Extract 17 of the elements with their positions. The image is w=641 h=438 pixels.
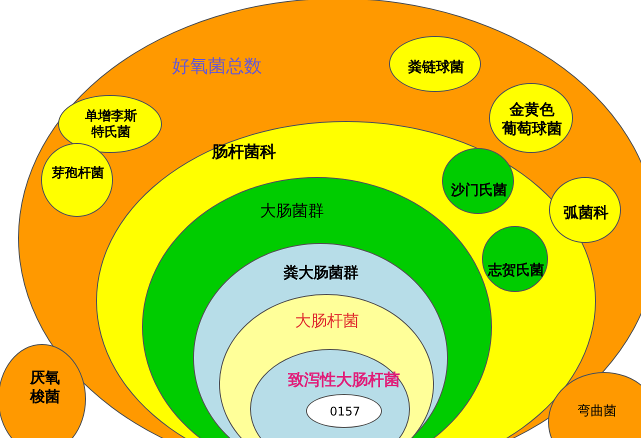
region-label: 大肠杆菌 xyxy=(295,311,359,331)
region-label: 大肠菌群 xyxy=(260,201,324,221)
region-label: 芽孢杆菌 xyxy=(52,166,104,182)
region-label: 厌氧梭菌 xyxy=(28,368,61,406)
region-label: 志贺氏菌 xyxy=(488,262,544,280)
region-label: 粪链球菌 xyxy=(408,59,464,77)
region-label: 肠杆菌科 xyxy=(212,142,276,162)
region-label: 致泻性大肠杆菌 xyxy=(288,370,400,390)
region-label: 金黄色葡萄球菌 xyxy=(502,100,562,138)
region-label: 沙门氏菌 xyxy=(451,182,507,200)
region-label: 弧菌科 xyxy=(564,204,608,222)
region-label: 好氧菌总数 xyxy=(172,56,262,78)
ellipse-region xyxy=(18,0,641,438)
region-label: 0157 xyxy=(330,404,360,420)
region-label: 粪大肠菌群 xyxy=(284,264,358,282)
region-label: 单增李斯特氏菌 xyxy=(84,108,138,142)
region-label: 弯曲菌 xyxy=(578,404,616,420)
